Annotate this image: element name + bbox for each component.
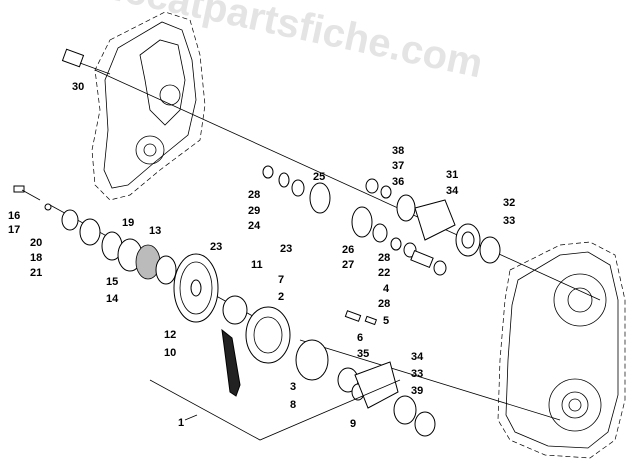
label-27: 27	[342, 259, 354, 271]
chaincase-housing-icon	[497, 241, 626, 459]
label-22: 22	[378, 267, 390, 279]
label-4: 4	[383, 283, 390, 295]
label-35: 35	[357, 348, 369, 360]
drive-chain-icon	[221, 328, 241, 397]
label-30: 30	[72, 81, 84, 93]
label-11: 11	[251, 259, 263, 271]
label-36: 36	[392, 176, 404, 188]
label-33a: 33	[503, 215, 515, 227]
watermark: arcticcatpartsfiche.com	[38, 0, 486, 86]
label-28a: 28	[248, 189, 260, 201]
label-8: 8	[290, 399, 296, 411]
upper-shaft-parts	[262, 165, 501, 276]
sprocket-icon	[173, 253, 248, 325]
label-21: 21	[30, 267, 42, 279]
label-24: 24	[248, 220, 261, 232]
chaincase-cover-icon	[91, 11, 206, 201]
label-28c: 28	[378, 298, 390, 310]
label-28b: 28	[378, 252, 390, 264]
label-17: 17	[8, 224, 20, 236]
label-26: 26	[342, 244, 354, 256]
part-labels: 30 28 29 24 25 23 26 27 38 37 36 31 34 3…	[8, 81, 515, 430]
gear-icon	[351, 206, 373, 238]
label-18: 18	[30, 252, 42, 264]
label-37: 37	[392, 160, 404, 172]
label-12: 12	[164, 329, 176, 341]
label-19: 19	[122, 217, 134, 229]
axis-bottom	[299, 339, 561, 421]
label-23b: 23	[210, 241, 222, 253]
label-3: 3	[290, 381, 296, 393]
label-2: 2	[278, 291, 284, 303]
label-1: 1	[178, 417, 184, 429]
label-38: 38	[392, 145, 404, 157]
label-25: 25	[313, 171, 325, 183]
label-39: 39	[411, 385, 423, 397]
label-32: 32	[503, 197, 515, 209]
label-6: 6	[357, 332, 363, 344]
label-20: 20	[30, 237, 42, 249]
label-31: 31	[446, 169, 458, 181]
label-7: 7	[278, 274, 284, 286]
label-13: 13	[149, 225, 161, 237]
label-33b: 33	[411, 368, 423, 380]
axis-upper	[94, 69, 601, 301]
left-parts	[13, 185, 177, 285]
gear-icon	[309, 182, 331, 214]
label-16: 16	[8, 210, 20, 222]
bolt-icon	[61, 48, 111, 75]
label-34a: 34	[446, 185, 459, 197]
label-10: 10	[164, 347, 176, 359]
gear-icon	[245, 306, 436, 437]
label-23: 23	[280, 243, 292, 255]
label-29: 29	[248, 205, 260, 217]
label-34b: 34	[411, 351, 424, 363]
label-9: 9	[350, 418, 356, 430]
gear-icon	[396, 194, 416, 222]
label-5: 5	[383, 315, 389, 327]
label-15: 15	[106, 276, 118, 288]
assembly-bracket	[149, 379, 401, 441]
label-14: 14	[106, 293, 119, 305]
